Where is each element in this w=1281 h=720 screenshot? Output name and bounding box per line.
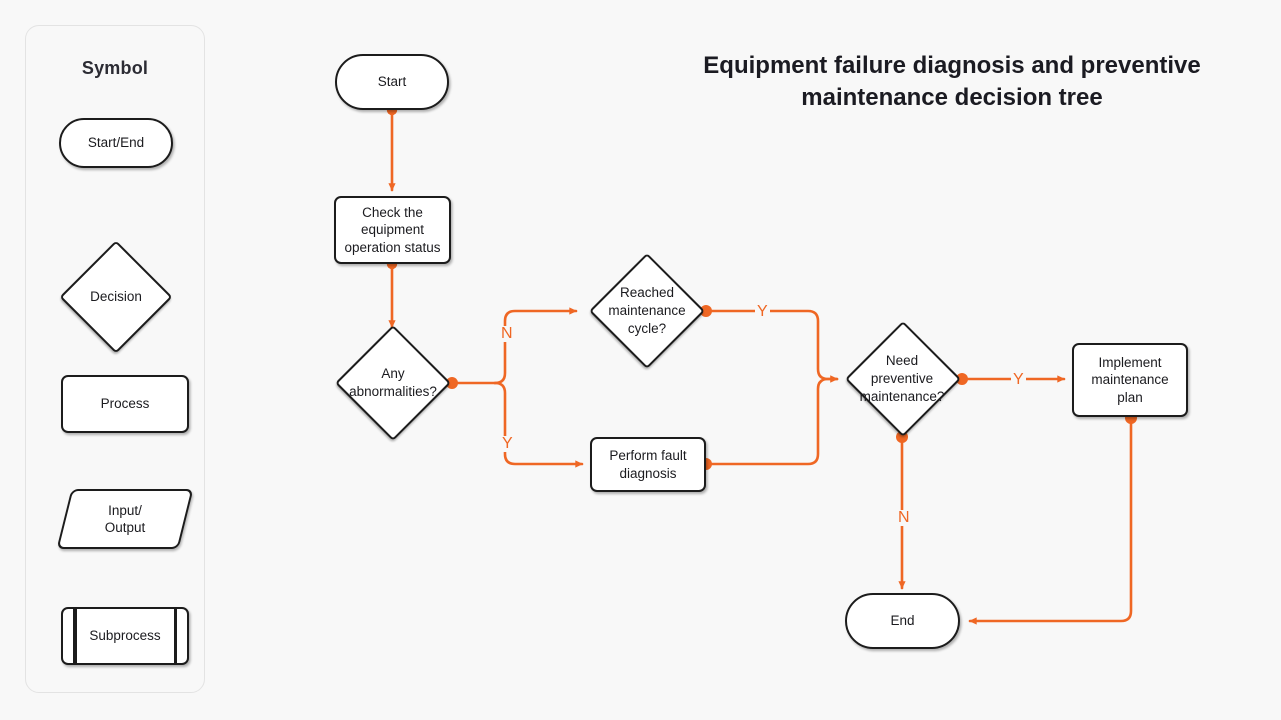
node-label-check-equipment-status: Check the equipment operation status [344,204,441,255]
page-title: Equipment failure diagnosis and preventi… [703,52,1201,111]
node-start[interactable]: Start [335,54,449,110]
node-perform-fault-diagnosis[interactable]: Perform fault diagnosis [590,437,706,492]
node-end[interactable]: End [845,593,960,649]
edge-plan-end [968,416,1133,625]
node-label-implement-maintenance-plan: Implement maintenance plan [1091,354,1169,405]
node-label-end: End [890,613,915,629]
node-any-abnormalities[interactable]: Any abnormalities? [334,325,452,441]
legend-heading: Symbol [81,58,149,78]
node-label-perform-fault-diagnosis: Perform fault diagnosis [609,447,687,481]
edge-dot-need-right [956,373,968,385]
edge-abnormal-fault-y [493,381,584,468]
edge-label-abnormal-y: Y [500,435,515,452]
edge-fault-need [704,375,839,466]
edge-label-need-y: Y [1011,371,1026,388]
edge-dot-cycle [700,305,712,317]
subprocess-right-bar [173,606,177,666]
edge-dot-abnormal [446,377,458,389]
edge-label-cycle-y: Y [755,303,770,320]
node-reached-maintenance-cycle[interactable]: Reached maintenance cycle? [588,253,706,369]
edge-abnormal-cycle-n [493,307,578,385]
edge-label-need-n: N [896,509,912,526]
node-check-equipment-status[interactable]: Check the equipment operation status [334,196,451,264]
edge-cycle-need-y [704,309,839,383]
subprocess-left-bar [73,606,77,666]
node-label-start: Start [377,74,407,90]
node-implement-maintenance-plan[interactable]: Implement maintenance plan [1072,343,1188,417]
node-need-preventive-maintenance[interactable]: Need preventive maintenance? [843,321,962,437]
edge-label-abnormal-n: N [499,325,515,342]
